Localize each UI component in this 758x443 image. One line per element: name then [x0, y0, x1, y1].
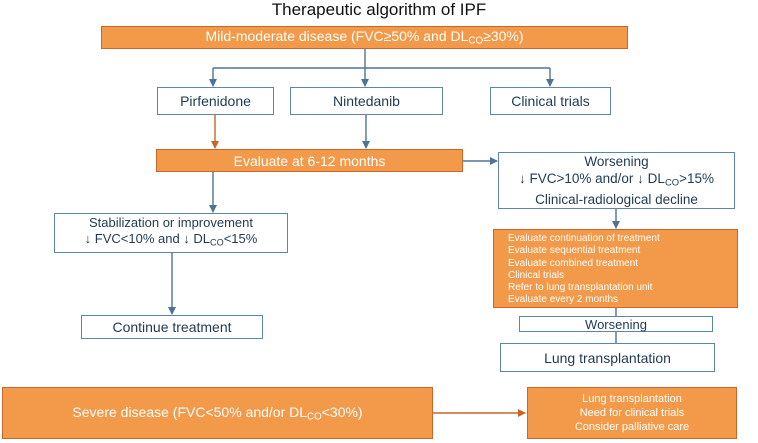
- severe-actions-box: Lung transplantation Need for clinical t…: [527, 387, 737, 439]
- worsening-criteria-box: Worsening ↓ FVC>10% and/or ↓ DLCO>15% Cl…: [498, 152, 735, 209]
- mild-moderate-disease-text: Mild-moderate disease (FVC≥50% and DLCO≥…: [205, 28, 524, 47]
- stabilization-heading: Stabilization or improvement: [88, 215, 254, 231]
- severe-action-item: Consider palliative care: [574, 421, 690, 433]
- worsening-thresholds: ↓ FVC>10% and/or ↓ DLCO>15%: [518, 170, 714, 189]
- mild-moderate-disease-box: Mild-moderate disease (FVC≥50% and DLCO≥…: [101, 26, 628, 49]
- page-title: Therapeutic algorithm of IPF: [271, 0, 487, 19]
- nintedanib-box: Nintedanib: [290, 87, 443, 115]
- evaluate-6-12-months-box: Evaluate at 6-12 months: [156, 149, 463, 172]
- action-item: Evaluate every 2 months: [508, 294, 619, 306]
- lung-transplantation-box: Lung transplantation: [500, 343, 715, 372]
- action-item: Evaluate combined treatment: [508, 257, 639, 269]
- continue-treatment-box: Continue treatment: [81, 315, 263, 339]
- worsening-small-box: Worsening: [519, 316, 713, 332]
- stabilization-thresholds: ↓ FVC<10% and ↓ DLCO<15%: [84, 231, 258, 248]
- action-item: Refer to lung transplantation unit: [508, 282, 653, 294]
- severe-disease-text: Severe disease (FVC<50% and/or DLCO<30%): [72, 403, 363, 423]
- severe-action-item: Need for clinical trials: [579, 407, 685, 419]
- action-item: Clinical trials: [508, 269, 565, 281]
- severe-action-item: Lung transplantation: [582, 393, 682, 405]
- severe-disease-box: Severe disease (FVC<50% and/or DLCO<30%): [2, 387, 433, 439]
- worsening-actions-box: Evaluate continuation of treatment Evalu…: [493, 229, 738, 308]
- worsening-heading: Worsening: [584, 153, 649, 169]
- action-item: Evaluate continuation of treatment: [508, 233, 660, 244]
- worsening-decline-text: Clinical-radiological decline: [535, 192, 698, 208]
- stabilization-box: Stabilization or improvement ↓ FVC<10% a…: [54, 213, 288, 253]
- action-item: Evaluate sequential treatment: [508, 245, 641, 257]
- pirfenidone-box: Pirfenidone: [157, 87, 274, 115]
- clinical-trials-box: Clinical trials: [490, 87, 611, 115]
